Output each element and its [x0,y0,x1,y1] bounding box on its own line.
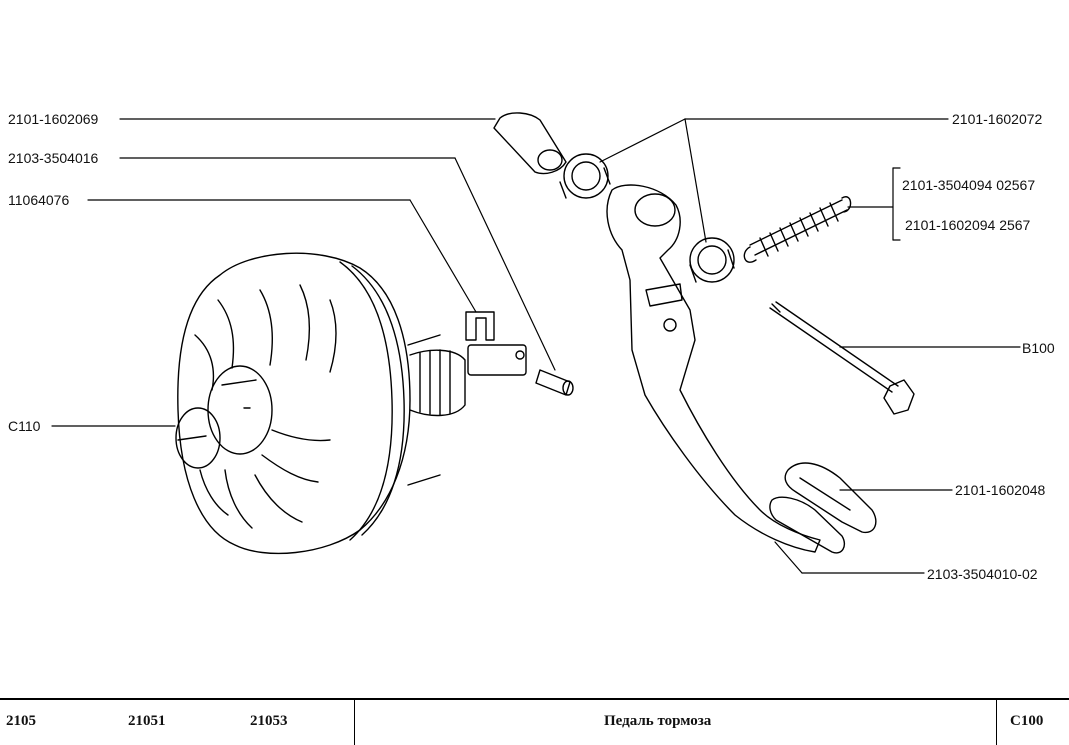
footer-divider [996,700,997,745]
callout-label-pin: 2103-3504016 [8,150,99,166]
pedal-pad [784,462,877,534]
callout-label-pad: 2101-1602048 [955,482,1046,498]
footer-rule [0,698,1069,700]
callout-label-pad-plate: 2103-3504010-02 [927,566,1038,582]
footer-page-code: C100 [1010,713,1044,729]
footer-title: Педаль тормоза [604,713,712,729]
pedal-pad-plate [769,496,846,554]
brake-pedal-lever [606,184,821,553]
callout-label-booster: C110 [8,418,41,434]
callout-label-sleeve: 2101-1602069 [8,111,99,127]
footer-model-21051: 21051 [128,713,166,729]
vacuum-booster [175,252,527,555]
footer-divider [354,700,355,745]
bushing-lower [689,237,735,283]
leader-lines [51,118,1021,574]
callout-label-bolt: B100 [1022,340,1055,356]
callout-label-bushing: 2101-1602072 [952,111,1043,127]
footer-model-21053: 21053 [250,713,288,729]
retaining-clip [465,311,495,341]
pedal-sleeve [493,112,567,175]
callout-label-clip: 11064076 [8,192,70,208]
bushing-upper [559,153,611,199]
footer-bar: 2105 21051 21053 Педаль тормоза C100 [0,698,1069,745]
return-spring [743,196,852,263]
bolt [769,301,915,415]
clevis-pin [535,369,574,396]
callout-label-spring-a: 2101-3504094 02567 [902,177,1036,193]
footer-model-2105: 2105 [6,713,36,729]
callout-label-spring-b: 2101-1602094 2567 [905,217,1031,233]
